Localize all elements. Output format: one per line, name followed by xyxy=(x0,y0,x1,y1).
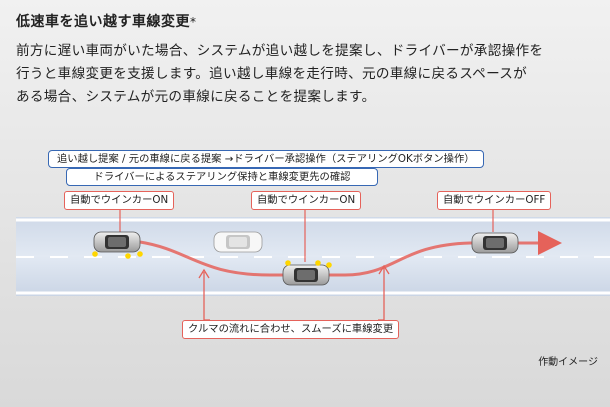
description-line-2: 行うと車線変更を支援します。追い越し車線を走行時、元の車線に戻るスペースが xyxy=(16,66,528,82)
tag-blinker-on-2: 自動でウインカーON xyxy=(251,191,362,210)
trajectory-path xyxy=(139,231,562,277)
blinker-light xyxy=(137,251,143,257)
steering-check-bubble: ドライバーによるステアリング保持と車線変更先の確認 xyxy=(66,168,378,186)
section-title: 低速車を追い越す車線変更* xyxy=(16,14,197,30)
own-car-returned xyxy=(471,232,519,254)
tag-blinker-off: 自動でウインカーOFF xyxy=(437,191,552,210)
blinker-light xyxy=(92,251,98,257)
tag-smooth-change: クルマの流れに合わせ、スムーズに車線変更 xyxy=(182,320,400,339)
description-line-3: ある場合、システムが元の車線に戻ることを提案します。 xyxy=(16,89,376,105)
footnote: 作動イメージ xyxy=(538,357,598,368)
blinker-light xyxy=(125,253,131,259)
tag-connectors xyxy=(119,207,494,262)
blinker-light xyxy=(285,260,291,266)
description-line-1: 前方に遅い車両がいた場合、システムが追い越しを提案し、ドライバーが承認操作を xyxy=(16,43,544,59)
description: 前方に遅い車両がいた場合、システムが追い越しを提案し、ドライバーが承認操作を 行… xyxy=(16,40,606,109)
approval-bubble: 追い越し提案 / 元の車線に戻る提案 →ドライバー承認操作（ステアリングOKボタ… xyxy=(48,150,484,168)
own-car-overtaking xyxy=(282,264,330,286)
blinker-light xyxy=(326,262,332,268)
blinker-light xyxy=(315,260,321,266)
own-car-start xyxy=(93,231,141,253)
title-footnote-mark: * xyxy=(190,15,197,29)
slow-car xyxy=(213,231,263,253)
tag-blinker-on-1: 自動でウインカーON xyxy=(64,191,175,210)
